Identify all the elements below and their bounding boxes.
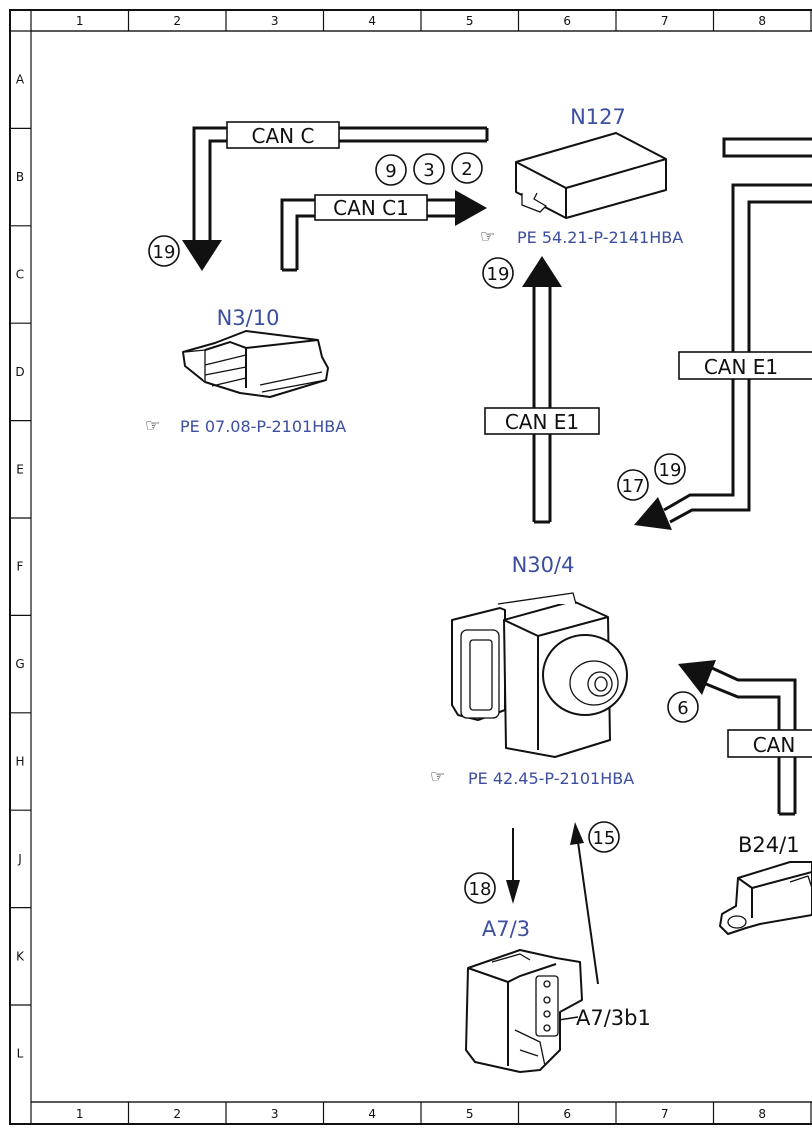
n30-4-ref-text: PE 42.45-P-2101HBA — [468, 769, 634, 788]
column-label-bottom: 2 — [173, 1107, 181, 1121]
arrow-up-to-n127 — [522, 256, 562, 287]
column-label-bottom: 4 — [368, 1107, 376, 1121]
column-label-bottom: 6 — [563, 1107, 571, 1121]
a7-3b1-code: A7/3b1 — [576, 1006, 651, 1030]
component-a7-3: A7/3 A7/3b1 — [465, 917, 651, 1073]
column-label-top: 1 — [76, 14, 84, 28]
pointing-hand-icon: ☞ — [480, 227, 495, 247]
svg-text:2: 2 — [461, 159, 472, 180]
can-e1-right-label: CAN E1 — [704, 355, 778, 379]
column-label-top: 2 — [173, 14, 181, 28]
n3-10-ref-text: PE 07.08-P-2101HBA — [180, 417, 346, 436]
arrow-to-n3-10 — [182, 240, 222, 271]
can-c1-label: CAN C1 — [333, 196, 409, 220]
can-lower-label: CAN — [753, 733, 796, 757]
row-label: C — [16, 268, 24, 282]
column-label-top: 3 — [271, 14, 279, 28]
bus-label-can-c1: CAN C1 — [314, 194, 428, 221]
column-label-top: 5 — [466, 14, 474, 28]
n30-4-code: N30/4 — [512, 553, 575, 577]
column-label-bottom: 8 — [758, 1107, 766, 1121]
signal-bubble-3: 3 — [413, 153, 445, 185]
pointing-hand-icon: ☞ — [145, 416, 160, 436]
row-label: B — [16, 170, 24, 184]
column-label-bottom: 5 — [466, 1107, 474, 1121]
n30-4-ref: ☞ PE 42.45-P-2101HBA — [430, 767, 634, 788]
column-label-bottom: 7 — [661, 1107, 669, 1121]
signal-bubble-2: 2 — [451, 152, 483, 184]
svg-text:19: 19 — [659, 460, 682, 481]
signal-bubble-17: 17 — [617, 469, 649, 501]
row-label: L — [17, 1047, 24, 1061]
svg-text:15: 15 — [593, 828, 616, 849]
n3-10-ref: ☞ PE 07.08-P-2101HBA — [145, 416, 346, 436]
signal-bubble-19-left: 19 — [148, 235, 180, 267]
component-n30-4: N30/4 ☞ PE 42.45-P-2101HBA — [430, 553, 634, 788]
n127-ref-text: PE 54.21-P-2141HBA — [517, 228, 683, 247]
row-label: K — [16, 949, 25, 963]
bus-label-can-e1-right: CAN E1 — [678, 351, 812, 380]
frame-column-ticks: 1 1 2 2 3 3 4 4 5 5 6 6 7 7 8 8 — [30, 10, 812, 1124]
svg-text:17: 17 — [622, 476, 645, 497]
n127-code: N127 — [570, 105, 626, 129]
row-label: H — [15, 755, 24, 769]
n3-10-code: N3/10 — [217, 306, 280, 330]
drawing-frame — [9, 9, 812, 1125]
arrow-up-to-n30-4 — [570, 822, 584, 845]
row-label: E — [16, 462, 24, 476]
can-e1-center-label: CAN E1 — [505, 410, 579, 434]
column-label-top: 6 — [563, 14, 571, 28]
bus-label-can-c: CAN C — [226, 121, 340, 149]
b24-1-code: B24/1 — [738, 833, 800, 857]
signal-bubble-18: 18 — [464, 872, 496, 904]
row-label: D — [15, 365, 24, 379]
bus-label-can-lower: CAN — [727, 729, 812, 758]
arrow-to-n127 — [455, 190, 487, 226]
arrow-down-to-a7-3 — [506, 880, 520, 904]
signal-bubble-6: 6 — [667, 691, 699, 723]
pointing-hand-icon: ☞ — [430, 767, 445, 787]
n127-ref: ☞ PE 54.21-P-2141HBA — [480, 227, 683, 247]
column-label-bottom: 3 — [271, 1107, 279, 1121]
svg-text:9: 9 — [385, 161, 396, 182]
arrow-to-n30-4-lower — [678, 660, 716, 695]
row-label: J — [17, 852, 22, 866]
column-label-top: 7 — [661, 14, 669, 28]
component-n127: N127 ☞ PE 54.21-P-2141HBA — [480, 105, 683, 247]
svg-text:19: 19 — [153, 242, 176, 263]
svg-text:6: 6 — [677, 698, 688, 719]
signal-bubbles: 9 3 2 19 19 17 19 6 15 18 — [148, 152, 699, 904]
component-b24-1: B24/1 — [719, 833, 812, 935]
can-c-label: CAN C — [252, 124, 315, 148]
frame-row-ticks: A B C D E F G H J K L — [10, 30, 31, 1061]
bus-label-can-e1-center: CAN E1 — [484, 407, 600, 435]
signal-bubble-15: 15 — [588, 821, 620, 853]
signal-bubble-19-right: 19 — [654, 453, 686, 485]
signal-bubble-19-center: 19 — [482, 257, 514, 289]
a7-3-code: A7/3 — [482, 917, 530, 941]
component-n3-10: N3/10 ☞ PE 07.08-P-2101HBA — [145, 306, 346, 436]
row-label: G — [15, 657, 24, 671]
svg-text:3: 3 — [423, 160, 434, 181]
svg-text:19: 19 — [487, 264, 510, 285]
svg-text:18: 18 — [469, 879, 492, 900]
row-label: F — [17, 560, 24, 574]
column-label-bottom: 1 — [76, 1107, 84, 1121]
column-label-top: 8 — [758, 14, 766, 28]
column-label-top: 4 — [368, 14, 376, 28]
arrow-to-n30-4-right — [634, 497, 672, 530]
signal-bubble-9: 9 — [375, 154, 407, 186]
row-label: A — [16, 73, 25, 87]
